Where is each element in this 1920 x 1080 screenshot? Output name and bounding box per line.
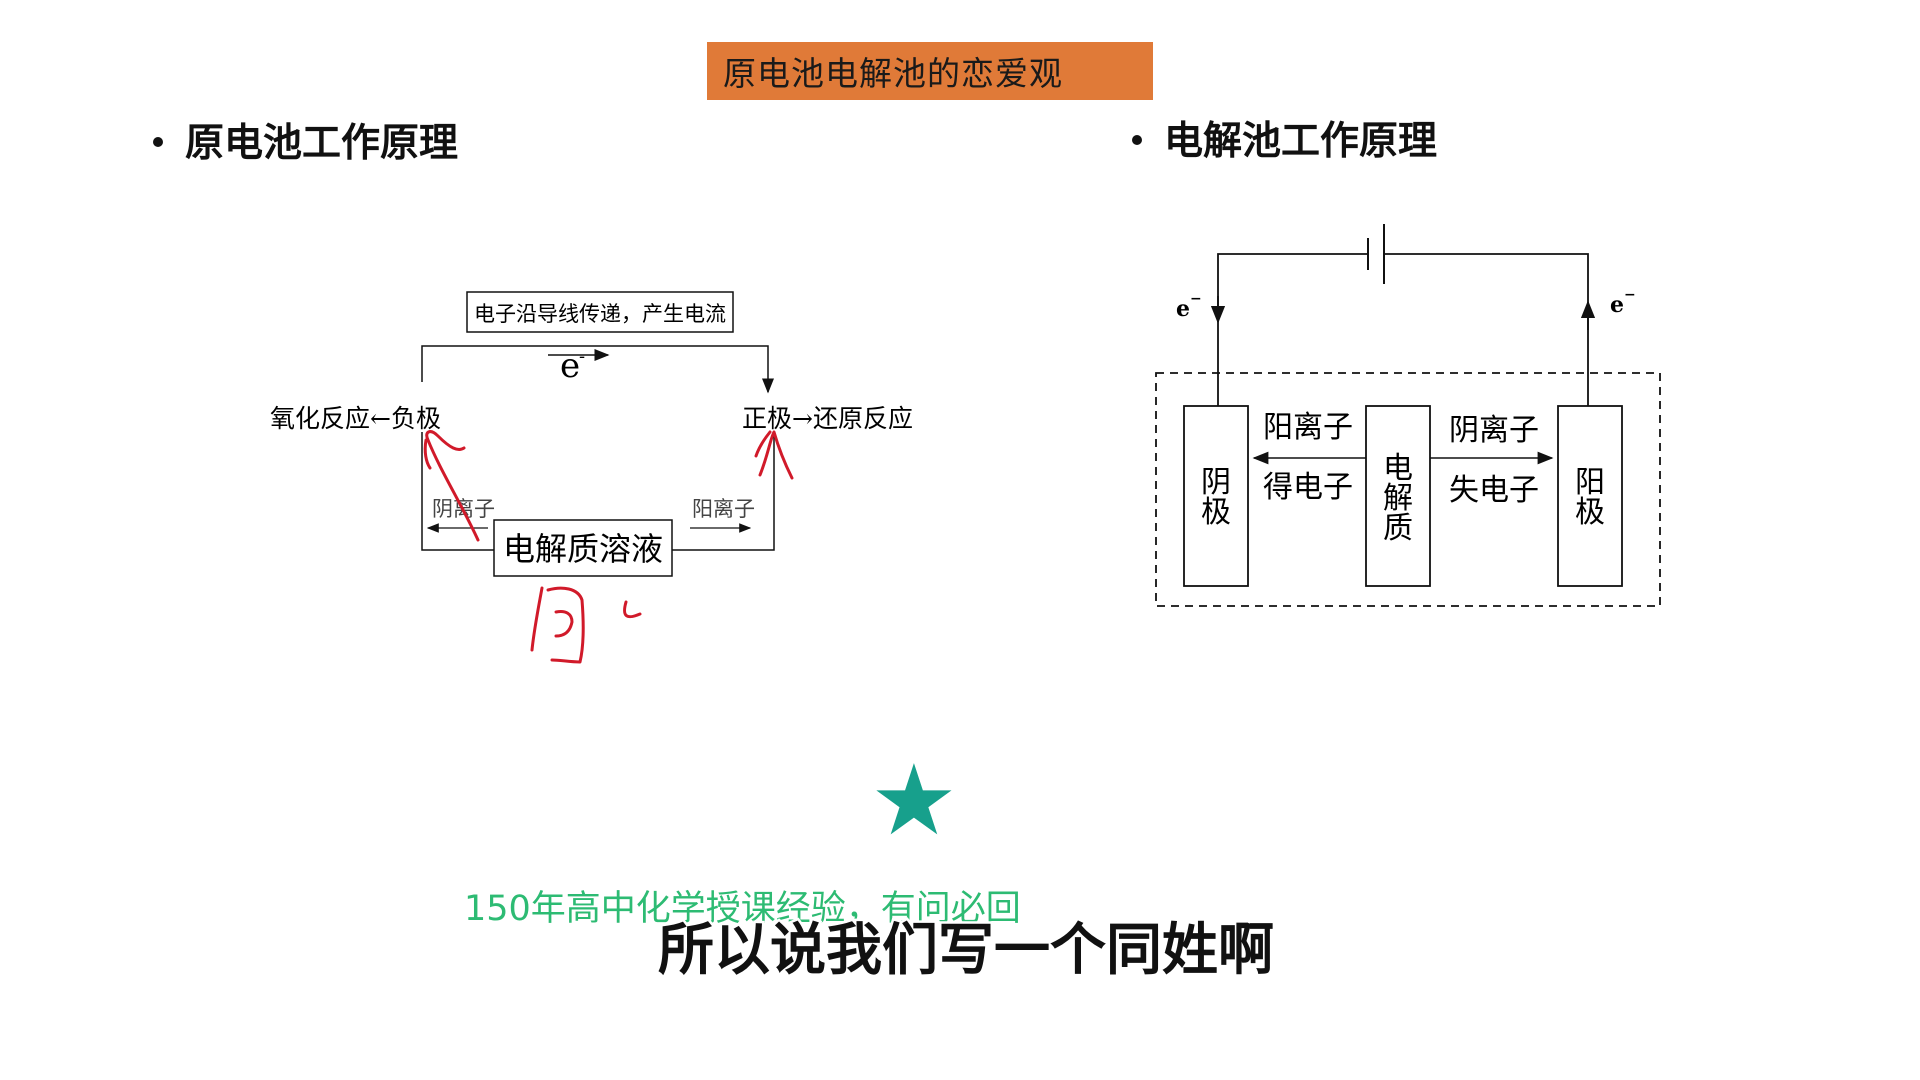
- anode: [1557, 405, 1623, 587]
- heading-electrolytic-text: 电解池工作原理: [1164, 119, 1438, 164]
- anion-label: 阴离子: [1449, 413, 1539, 448]
- video-subtitle: 所以说我们写一个同姓啊: [656, 916, 1277, 986]
- anode-char-2: 极: [1575, 495, 1605, 530]
- cathode-char-1: 阴: [1201, 465, 1231, 500]
- left-ion-path: [421, 432, 494, 551]
- electron-left-sup: −: [1190, 291, 1202, 307]
- electron-left: e: [1176, 296, 1190, 322]
- positive-electrode-label: 正极→还原反应: [742, 404, 913, 433]
- heading-galvanic-text: 原电池工作原理: [185, 121, 459, 166]
- wire-label-box: [466, 291, 734, 333]
- handwriting-annotation: [423, 430, 794, 664]
- page-title: 原电池电解池的恋爱观: [723, 54, 1063, 93]
- electrolyte-label: 电解质溶液: [503, 530, 663, 568]
- heading-electrolytic: 电解池工作原理: [1132, 110, 1437, 166]
- wire-label: 电子沿导线传递，产生电流: [474, 302, 726, 326]
- circuit-wire-left: [1217, 253, 1368, 406]
- electrolyte-char-1: 电: [1383, 451, 1413, 486]
- electron-right-sup: −: [1624, 287, 1636, 303]
- promo-text: 150年高中化学授课经验，有问必回: [464, 889, 1021, 929]
- electrolyte-char-2: 解: [1383, 481, 1413, 516]
- electrolyte-char-3: 质: [1383, 511, 1413, 546]
- electron-sup: -: [579, 346, 585, 367]
- cathode-char-2: 极: [1201, 495, 1231, 530]
- right-ion-path: [672, 432, 775, 551]
- cathode: [1183, 405, 1249, 587]
- negative-electrode-label: 氧化反应←负极: [270, 404, 441, 433]
- cell-container: [1155, 372, 1661, 607]
- bullet-dot: [153, 136, 163, 147]
- bullet-dot: [1132, 134, 1142, 145]
- anode-char-1: 阳: [1575, 465, 1605, 500]
- title-banner: 原电池电解池的恋爱观: [707, 42, 1153, 100]
- electron-right: e: [1610, 292, 1624, 318]
- electron-symbol: e: [560, 346, 580, 386]
- heading-galvanic: 原电池工作原理: [153, 112, 458, 168]
- cation-label: 阳离子: [1263, 410, 1353, 445]
- lose-electron-label: 失电子: [1449, 473, 1539, 508]
- circuit-wire-right: [1384, 253, 1589, 406]
- circuit-wire: [421, 345, 774, 394]
- gain-electron-label: 得电子: [1263, 470, 1353, 505]
- star-icon: ★: [870, 744, 958, 858]
- electrolyte-box: [493, 519, 673, 577]
- electrolyte: [1365, 405, 1431, 587]
- cation-label: 阳离子: [692, 497, 755, 521]
